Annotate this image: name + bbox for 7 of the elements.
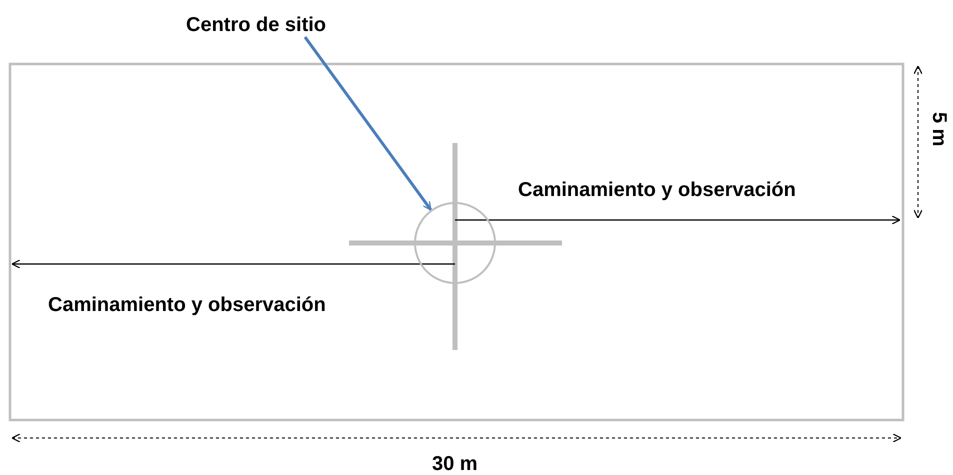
direction-label: Caminamiento y observación xyxy=(518,178,796,202)
leader-arrow xyxy=(304,36,432,211)
callout-text: Centro de sitio xyxy=(186,13,326,37)
dimension-label: 30 m xyxy=(432,452,478,475)
dimension-label: 5 m xyxy=(927,112,951,146)
direction-label: Caminamiento y observación xyxy=(48,293,326,317)
site-center-circle xyxy=(414,202,496,284)
